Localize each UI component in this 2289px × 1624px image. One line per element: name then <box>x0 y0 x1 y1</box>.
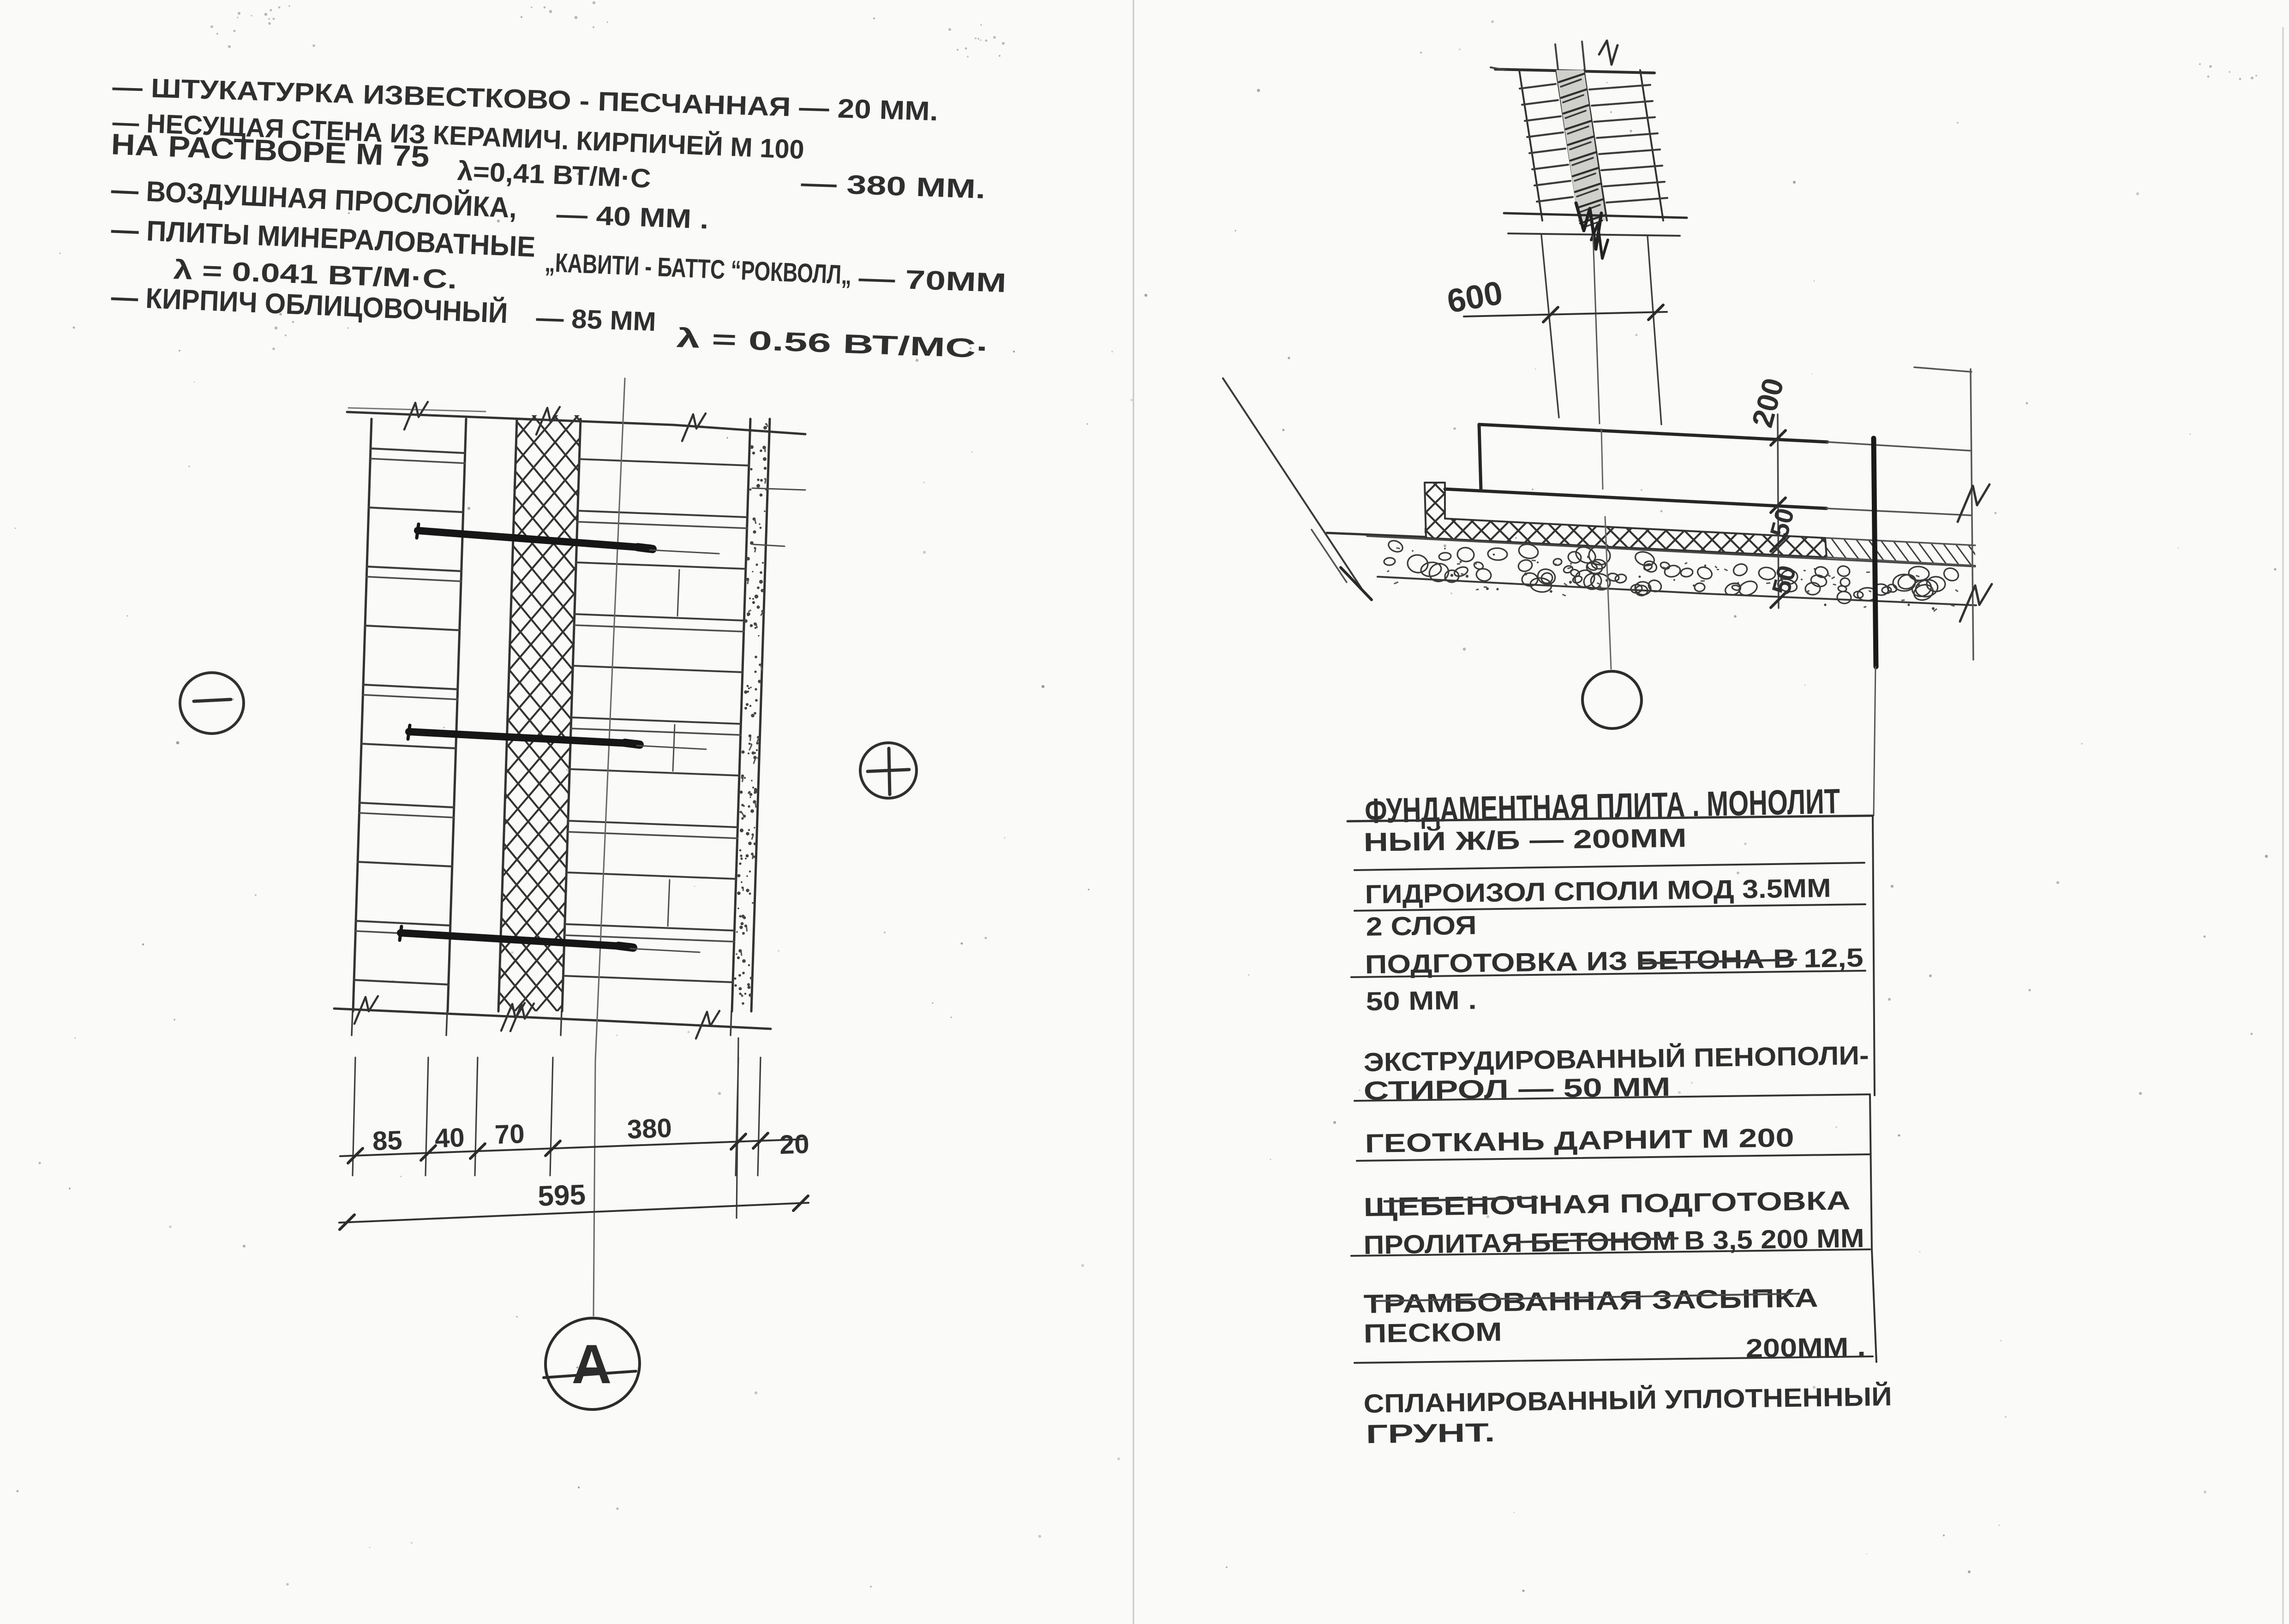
svg-text:СПЛАНИРОВАННЫЙ УПЛОТНЕННЫЙ: СПЛАНИРОВАННЫЙ УПЛОТНЕННЫЙ <box>1363 1381 1892 1419</box>
svg-text:595: 595 <box>537 1179 586 1212</box>
svg-text:— 70ММ: — 70ММ <box>858 263 1007 298</box>
svg-text:50 ММ .: 50 ММ . <box>1366 985 1477 1016</box>
svg-text:ГРУНТ.: ГРУНТ. <box>1366 1418 1495 1449</box>
svg-text:40: 40 <box>434 1122 465 1153</box>
svg-text:380: 380 <box>627 1113 672 1144</box>
svg-text:ПЕСКОМ: ПЕСКОМ <box>1363 1317 1502 1349</box>
svg-text:— 380 ММ.: — 380 ММ. <box>801 168 986 204</box>
svg-text:ТРАМБОВАННАЯ ЗАСЫПКА: ТРАМБОВАННАЯ ЗАСЫПКА <box>1363 1283 1818 1319</box>
svg-text:— 85 ММ: — 85 ММ <box>536 303 657 337</box>
svg-text:2 СЛОЯ: 2 СЛОЯ <box>1366 911 1477 942</box>
svg-text:20: 20 <box>779 1129 810 1160</box>
svg-text:ЭКСТРУДИРОВАННЫЙ ПЕНОПОЛИ-: ЭКСТРУДИРОВАННЫЙ ПЕНОПОЛИ- <box>1363 1040 1869 1077</box>
svg-text:85: 85 <box>372 1125 403 1156</box>
svg-text:70: 70 <box>494 1119 525 1150</box>
svg-text:ЩЕБЕНОЧНАЯ ПОДГОТОВКА: ЩЕБЕНОЧНАЯ ПОДГОТОВКА <box>1363 1186 1851 1222</box>
svg-text:НЫЙ Ж/Б — 200ММ: НЫЙ Ж/Б — 200ММ <box>1363 823 1687 857</box>
svg-text:ГЕОТКАНЬ ДАРНИТ М 200: ГЕОТКАНЬ ДАРНИТ М 200 <box>1365 1123 1794 1158</box>
svg-text:ГИДРОИЗОЛ СПОЛИ МОД 3.5ММ: ГИДРОИЗОЛ СПОЛИ МОД 3.5ММ <box>1365 873 1831 909</box>
svg-text:— 40 ММ .: — 40 ММ . <box>556 199 709 234</box>
svg-text:А: А <box>572 1333 612 1395</box>
